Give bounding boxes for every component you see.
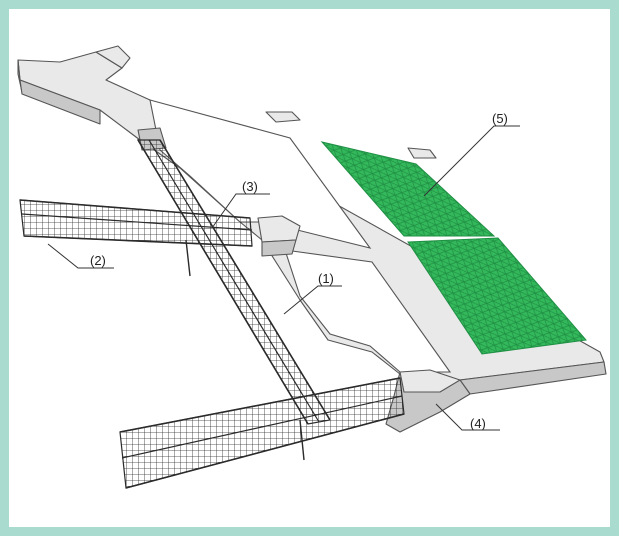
mesh-panel-lower bbox=[407, 237, 587, 355]
column-reinforcement-cage bbox=[136, 139, 331, 461]
beam-reinforcement-cage-lower bbox=[119, 377, 405, 489]
beam-reinforcement-cage-upper bbox=[19, 199, 253, 247]
mesh-panel-upper bbox=[320, 141, 496, 237]
green-mesh-panels bbox=[320, 141, 587, 355]
label-3: (3) bbox=[242, 179, 258, 194]
label-1: (1) bbox=[318, 271, 334, 286]
beam-side-face bbox=[19, 79, 101, 125]
label-4: (4) bbox=[470, 416, 486, 431]
label-5: (5) bbox=[492, 111, 508, 126]
leader-lines bbox=[47, 125, 520, 431]
label-2: (2) bbox=[90, 253, 106, 268]
